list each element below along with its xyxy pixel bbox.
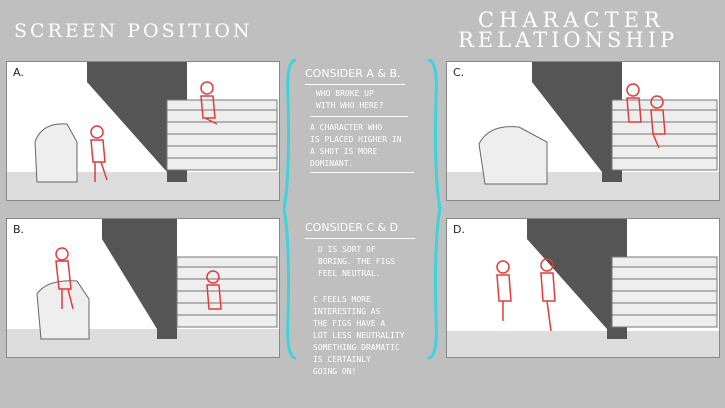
notes-1-question-line: WHO BROKE UP: [316, 89, 374, 98]
screen-position-heading: SCREEN POSITION: [14, 20, 253, 42]
notes-1-divider: [310, 116, 408, 117]
notes-2-body1-line: FEEL NEUTRAL.: [318, 269, 381, 278]
notes-2-body1-line: BORING. THE FIGS: [318, 257, 396, 266]
panel-c-label: C.: [453, 66, 465, 79]
right-brace-icon: [427, 58, 442, 360]
notes-1-underline: [305, 84, 405, 85]
panel-d-label: D.: [453, 223, 465, 236]
notes-2-body-2: C FEELS MORE INTERESTING AS THE FIGS HAV…: [313, 294, 423, 378]
notes-2-body2-line: LOT LESS NEUTRALITY: [313, 331, 405, 340]
notes-1-heading: CONSIDER A & B.: [305, 67, 401, 80]
panel-c: C.: [446, 61, 720, 201]
panel-a-sketch: [7, 62, 279, 200]
panel-a-label: A.: [13, 66, 24, 79]
notes-section-2: CONSIDER C & D: [305, 222, 425, 234]
notes-2-body2-line: INTERESTING AS: [313, 307, 381, 316]
notes-2-heading: CONSIDER C & D: [305, 221, 399, 234]
panel-b: B.: [6, 218, 280, 358]
notes-2-body2-line: GOING ON!: [313, 367, 357, 376]
notes-1-body-line: A CHARACTER WHO: [310, 123, 383, 132]
notes-1-body: A CHARACTER WHO IS PLACED HIGHER IN A SH…: [310, 122, 430, 170]
notes-2-body2-line: C FEELS MORE: [313, 295, 371, 304]
notes-2-body-1: D IS SORT OF BORING. THE FIGS FEEL NEUTR…: [318, 244, 423, 280]
panel-c-sketch: [447, 62, 719, 200]
panel-b-sketch: [7, 219, 279, 357]
relationship-heading: RELATIONSHIP: [458, 28, 679, 52]
panel-d: D.: [446, 218, 720, 358]
left-brace-icon: [282, 58, 297, 360]
notes-2-body2-line: THE FIGS HAVE A: [313, 319, 386, 328]
notes-2-body2-line: IS CERTAINLY: [313, 355, 371, 364]
panel-d-sketch: [447, 219, 719, 357]
notes-1-body-line: DOMINANT.: [310, 159, 354, 168]
panel-b-label: B.: [13, 223, 25, 236]
notes-1-question: WHO BROKE UP WITH WHO HERE?: [316, 88, 426, 112]
notes-1-body-line: A SHOT IS MORE: [310, 147, 378, 156]
notes-1-question-line: WITH WHO HERE?: [316, 101, 384, 110]
notes-1-body-line: IS PLACED HIGHER IN: [310, 135, 402, 144]
notes-2-body1-line: D IS SORT OF: [318, 245, 376, 254]
notes-1-end-rule: [310, 172, 414, 173]
panel-a: A.: [6, 61, 280, 201]
notes-section-1: CONSIDER A & B.: [305, 68, 425, 80]
notes-2-body2-line: SOMETHING DRAMATIC: [313, 343, 400, 352]
character-heading: CHARACTER: [478, 8, 665, 32]
notes-2-underline: [305, 238, 415, 239]
